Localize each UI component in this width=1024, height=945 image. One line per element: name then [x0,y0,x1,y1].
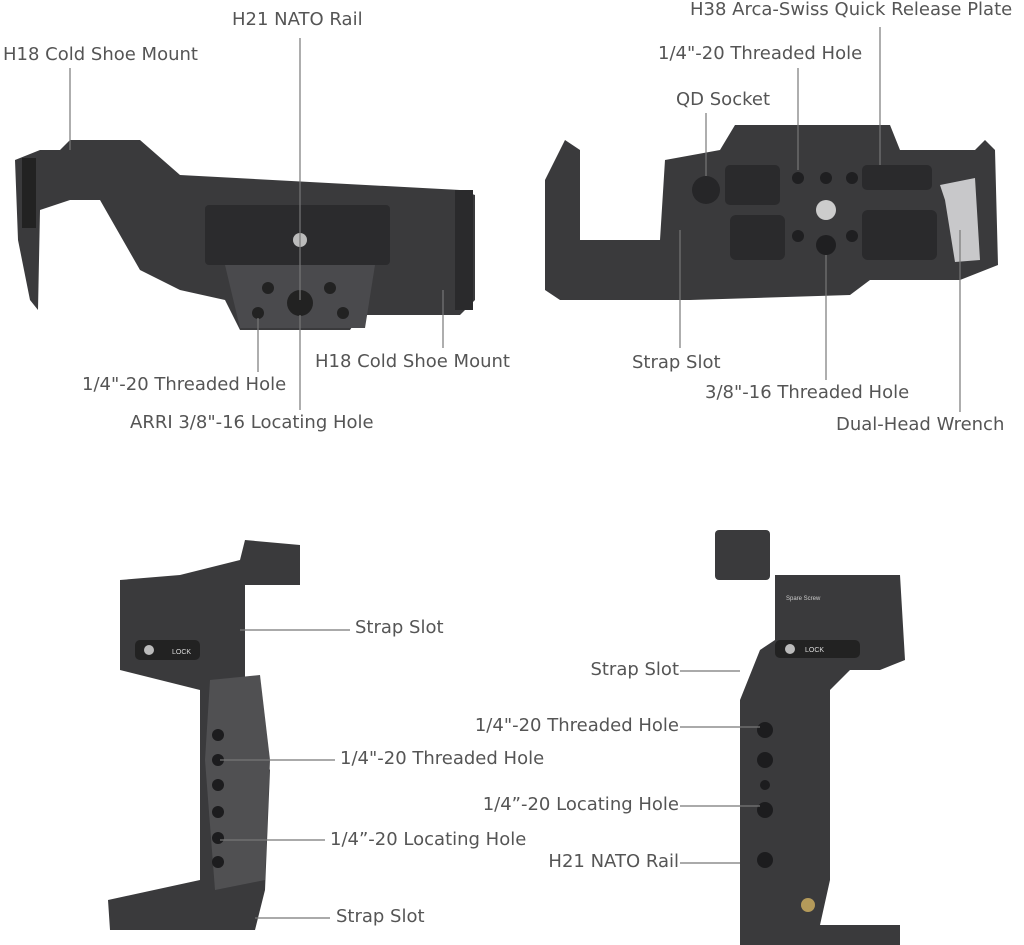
label-strap-slot-br: Strap Slot [590,659,679,680]
cage-side-view-left: LOCK [108,540,300,930]
label-locating-hole-br: 1/4”-20 Locating Hole [482,794,679,815]
label-strap-slot-top-right: Strap Slot [632,352,721,373]
spare-screw-text: Spare Screw [786,596,821,602]
cage-top-view-left [15,140,475,330]
lock-text-left: LOCK [172,649,191,656]
label-strap-slot-bl-bottom: Strap Slot [336,906,425,927]
label-cold-shoe-left: H18 Cold Shoe Mount [3,44,198,65]
label-qd-socket: QD Socket [676,89,770,110]
label-threaded-hole-br: 1/4"-20 Threaded Hole [474,715,679,736]
label-threaded-hole-38: 3/8"-16 Threaded Hole [705,382,910,403]
label-arca-plate: H38 Arca-Swiss Quick Release Plate [690,0,1013,20]
cage-side-view-right: LOCK Spare Screw [715,530,905,945]
label-threaded-hole-top-left: 1/4"-20 Threaded Hole [82,374,287,395]
label-strap-slot-bl-top: Strap Slot [355,617,444,638]
label-threaded-hole-top-right: 1/4"-20 Threaded Hole [658,43,863,64]
label-arri-hole: ARRI 3/8"-16 Locating Hole [130,412,374,433]
label-wrench: Dual-Head Wrench [836,414,1005,435]
label-cold-shoe-right: H18 Cold Shoe Mount [315,351,510,372]
label-locating-hole-bl: 1/4”-20 Locating Hole [330,829,527,850]
cage-bottom-view-right [545,125,998,300]
label-nato-rail-top: H21 NATO Rail [232,9,363,30]
lock-text-right: LOCK [805,647,824,654]
label-threaded-hole-bl: 1/4"-20 Threaded Hole [340,748,545,769]
label-nato-rail-br: H21 NATO Rail [548,851,679,872]
